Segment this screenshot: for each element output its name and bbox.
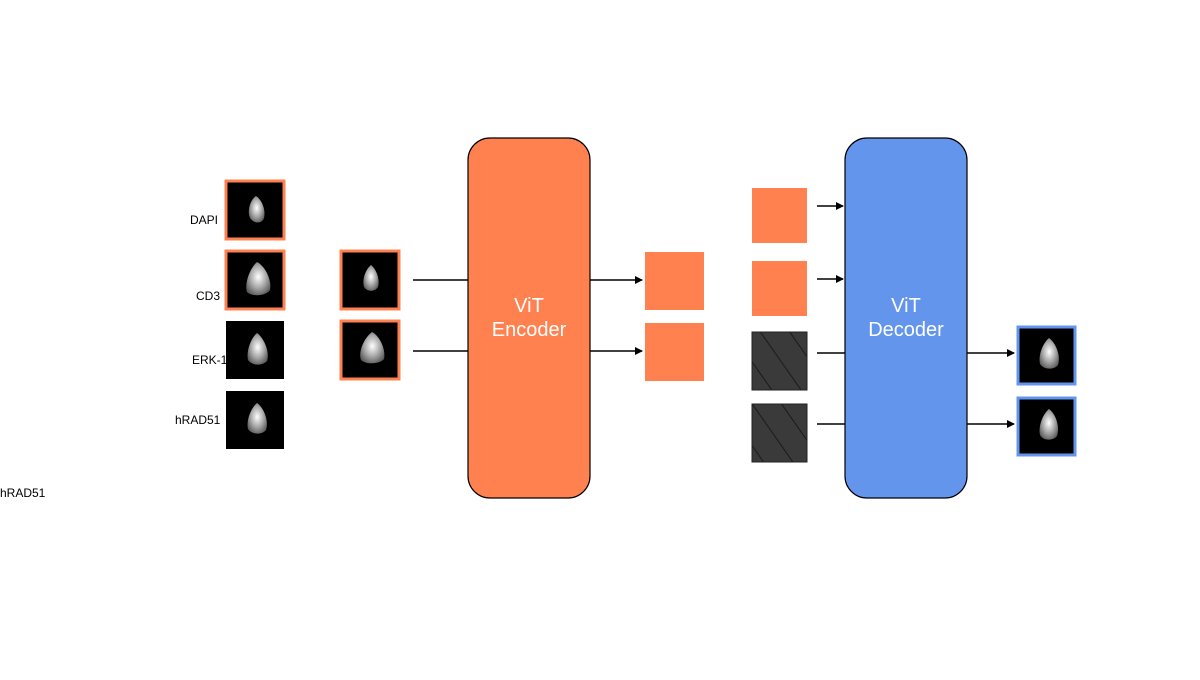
cell-image-icon [246, 262, 271, 296]
cell-image-icon [1039, 409, 1059, 440]
decoder-input-masked-2 [751, 403, 808, 463]
latent-token-2 [645, 323, 704, 381]
encoder-title-line2: Encoder [491, 319, 567, 341]
stray-label: hRAD51 [0, 486, 46, 500]
channel-label-dapi: DAPI [190, 213, 219, 227]
cell-image-icon [247, 333, 268, 365]
encoder-title: ViT Encoder [468, 294, 590, 342]
channel-label-hrad51: hRAD51 [175, 413, 221, 427]
decoder-title-line1: ViT [891, 295, 921, 317]
decoder-title-line2: Decoder [868, 319, 944, 341]
vit-decoder-block [844, 137, 968, 499]
cell-image-icon [1039, 338, 1059, 369]
encoder-title-line1: ViT [514, 295, 544, 317]
decoder-input-visible-2 [752, 261, 807, 316]
channel-image-hrad51 [226, 391, 284, 449]
channel-image-dapi [224, 179, 286, 241]
channel-image-cd3 [224, 249, 286, 311]
cell-image-icon [360, 332, 385, 364]
output-image-2 [1016, 396, 1077, 457]
input-image-2 [339, 319, 401, 381]
cell-image-icon [247, 403, 267, 434]
decoder-title: ViT Decoder [845, 294, 967, 342]
decoder-input-visible-1 [752, 188, 807, 243]
channel-image-erk1 [226, 321, 284, 379]
input-image-1 [339, 249, 401, 311]
latent-token-1 [645, 252, 704, 310]
decoder-input-masked-1 [751, 331, 808, 391]
cell-image-icon [363, 265, 379, 291]
channel-label-cd3: CD3 [196, 289, 221, 303]
channel-label-erk1: ERK-1 [192, 353, 228, 367]
cell-image-icon [248, 196, 265, 223]
output-image-1 [1016, 325, 1077, 386]
vit-encoder-block [467, 137, 591, 499]
